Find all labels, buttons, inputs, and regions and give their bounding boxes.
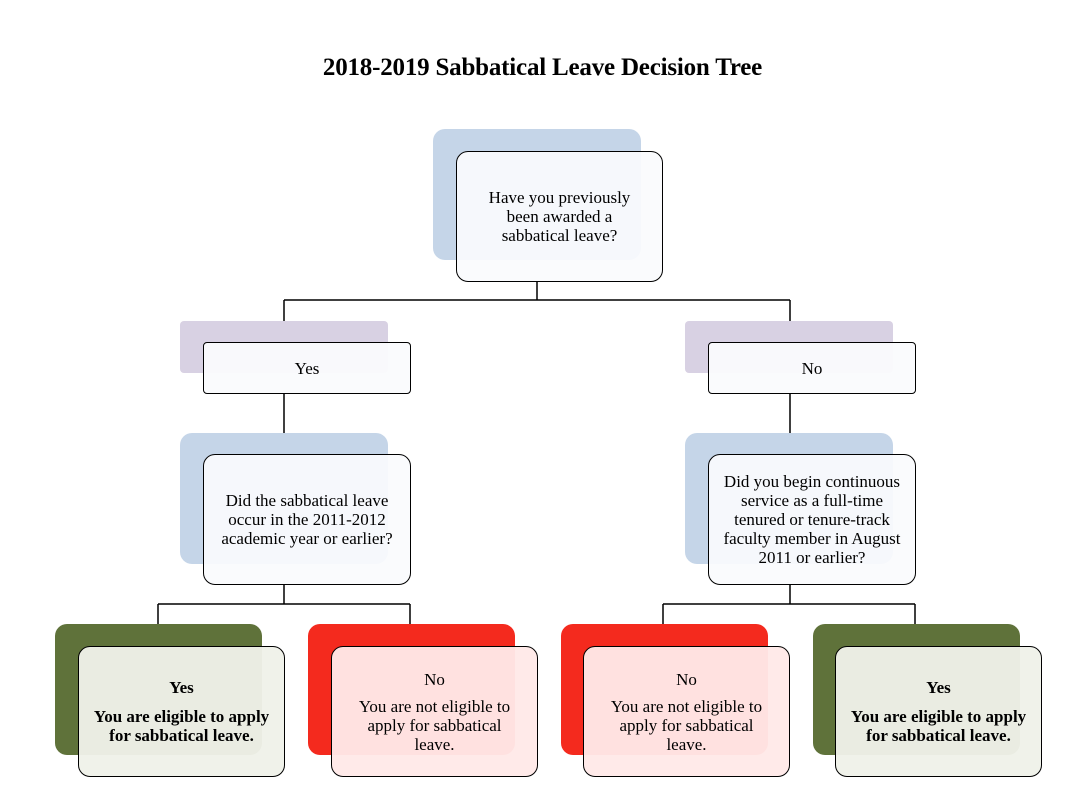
outcome-left-no-heading: No — [424, 669, 445, 689]
no-branch-box: No — [708, 342, 916, 394]
left-question-text: Did the sabbatical leave occur in the 20… — [221, 491, 393, 548]
outcome-right-yes-text: You are eligible to apply for sabbatical… — [850, 707, 1027, 745]
outcome-left-no-box: No You are not eligible to apply for sab… — [331, 646, 538, 777]
right-question-box: Did you begin continuous service as a fu… — [708, 454, 916, 585]
outcome-left-yes-box: Yes You are eligible to apply for sabbat… — [78, 646, 285, 777]
outcome-left-yes-heading: Yes — [169, 678, 194, 697]
root-question-box: Have you previously been awarded a sabba… — [456, 151, 663, 282]
outcome-right-yes-heading: Yes — [926, 678, 951, 697]
outcome-left-yes-text: You are eligible to apply for sabbatical… — [93, 707, 270, 745]
yes-branch-label: Yes — [294, 358, 320, 378]
outcome-right-no-box: No You are not eligible to apply for sab… — [583, 646, 790, 777]
yes-branch-box: Yes — [203, 342, 411, 394]
right-question-text: Did you begin continuous service as a fu… — [723, 472, 901, 567]
outcome-right-no-heading: No — [676, 669, 697, 689]
root-question-text: Have you previously been awarded a sabba… — [488, 188, 631, 245]
no-branch-label: No — [801, 358, 823, 378]
left-question-box: Did the sabbatical leave occur in the 20… — [203, 454, 411, 585]
outcome-left-no-text: You are not eligible to apply for sabbat… — [358, 696, 511, 754]
outcome-right-no-text: You are not eligible to apply for sabbat… — [610, 696, 763, 754]
page-title: 2018-2019 Sabbatical Leave Decision Tree — [322, 54, 763, 81]
outcome-right-yes-box: Yes You are eligible to apply for sabbat… — [835, 646, 1042, 777]
